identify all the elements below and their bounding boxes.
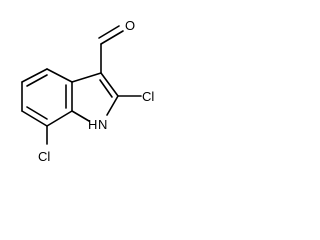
bond-c4-c5-inner xyxy=(26,74,48,87)
chlorine-2-label: Cl xyxy=(142,89,154,104)
bonds xyxy=(21,25,142,145)
bond-c3a-c3 xyxy=(71,72,102,83)
bond-c3-c2-inner xyxy=(99,79,113,98)
bond-c6-c7-inner xyxy=(26,106,48,120)
bond-c3-c2 xyxy=(100,72,119,97)
bond-cho-o xyxy=(100,30,124,45)
bond-c3a-c4 xyxy=(46,68,73,83)
chemical-structure: O Cl N H Cl xyxy=(21,18,154,164)
atom-labels: O Cl N H Cl xyxy=(38,18,154,164)
nitrogen-label: N xyxy=(98,117,107,132)
bond-c7-c7a xyxy=(46,110,73,127)
bond-c4-c5 xyxy=(21,68,48,83)
chlorine-7-label: Cl xyxy=(38,149,50,164)
hydrogen-label: H xyxy=(88,117,97,132)
bond-cho-o-double xyxy=(98,25,120,39)
bond-c2-n1 xyxy=(106,95,119,116)
bond-c6-c7 xyxy=(21,110,48,127)
oxygen-label: O xyxy=(125,18,135,33)
bond-n1-c7a xyxy=(71,110,90,122)
